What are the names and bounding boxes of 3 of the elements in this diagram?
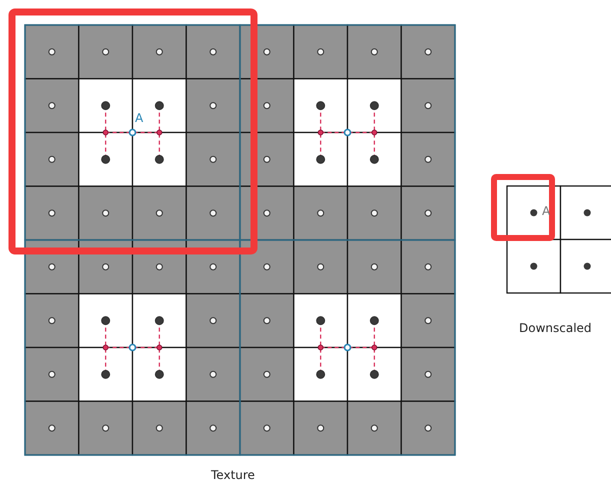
point-label: A [135,111,144,125]
caption: Texture [211,468,255,482]
caption: Downscaled [519,321,592,335]
